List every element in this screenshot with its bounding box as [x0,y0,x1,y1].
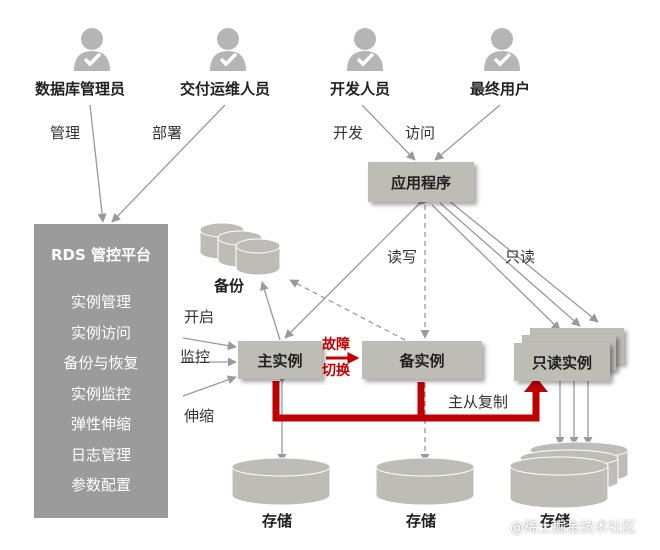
edge-label-scale: 伸缩 [184,407,215,425]
edge-primary-backup [260,281,281,341]
user-check-icon [210,28,246,71]
rds-item: 实例访问 [70,323,131,342]
rds-item: 实例管理 [70,293,131,311]
storage-label-readonly: 存储 [540,512,571,530]
edge-dba-to-rds [89,104,107,223]
edge-label-start: 开启 [184,308,215,326]
edge-standby-backup [289,279,406,341]
edge-label-monitor: 监控 [180,348,211,366]
storage-label-primary: 存储 [262,512,293,530]
backup-label: 备份 [214,277,245,295]
edge-rds-scale [182,375,237,397]
disk-icon [375,457,475,506]
edge-user-to-app [434,104,501,161]
replication-arrowhead [524,377,548,392]
replication-path [272,381,540,422]
role-label-dba: 数据库管理员 [35,80,126,98]
edge-label-deploy: 部署 [152,124,183,142]
readonly-instance-box: 只读实例 [514,343,610,381]
storage-cylinder-readonly [509,441,629,509]
failover-label: 故障 切换 [322,334,350,382]
rds-item: 弹性伸缩 [70,415,131,433]
edge-dev-to-app [361,104,416,161]
user-check-icon [484,28,520,71]
rds-item: 日志管理 [70,445,131,464]
role-label-dev: 开发人员 [330,80,391,98]
backup-disks [199,222,281,276]
edge-label-develop: 开发 [333,124,364,142]
failover-label-line2: 切换 [322,363,350,379]
rds-item: 参数配置 [70,476,131,494]
rds-control-platform: RDS 管控平台 实例管理 实例访问 备份与恢复 实例监控 弹性伸缩 日志管理 … [34,224,168,518]
user-check-icon [74,28,110,71]
storage-label-standby: 存储 [406,512,437,530]
edge-rds-start [182,337,237,351]
person-icon-ops [208,27,248,75]
storage-cylinder-standby [375,457,475,506]
edge-app-ro-2 [439,202,581,327]
role-label-user: 最终用户 [470,80,531,98]
rds-title: RDS 管控平台 [50,246,152,264]
standby-instance-box: 备实例 [362,341,482,379]
failover-label-line1: 故障 [322,337,350,353]
edge-label-read-only: 只读 [505,248,536,266]
edge-app-ro-1 [431,204,561,331]
edge-app-rw [284,195,428,339]
edge-ops-to-rds [111,104,226,223]
application-box: 应用程序 [368,162,474,202]
edge-label-access: 访问 [405,124,436,142]
disk-icon [509,456,609,509]
replication-label: 主从复制 [448,393,509,411]
edge-label-manage: 管理 [50,124,81,142]
edge-label-read-write: 读写 [387,248,418,266]
person-icon-user [482,27,522,75]
person-icon-dev [345,27,385,75]
user-check-icon [347,28,383,71]
edge-app-ro-3 [447,199,599,323]
rds-item: 实例监控 [70,384,131,403]
disk-icon [235,238,281,276]
disk-icon [231,457,331,506]
watermark: @稀土掘金技术社区 [510,520,636,536]
storage-cylinder-primary [231,457,331,506]
rds-item: 备份与恢复 [63,354,139,372]
primary-instance-box: 主实例 [238,341,322,379]
role-label-ops: 交付运维人员 [180,80,271,98]
person-icon-dba [72,27,112,75]
